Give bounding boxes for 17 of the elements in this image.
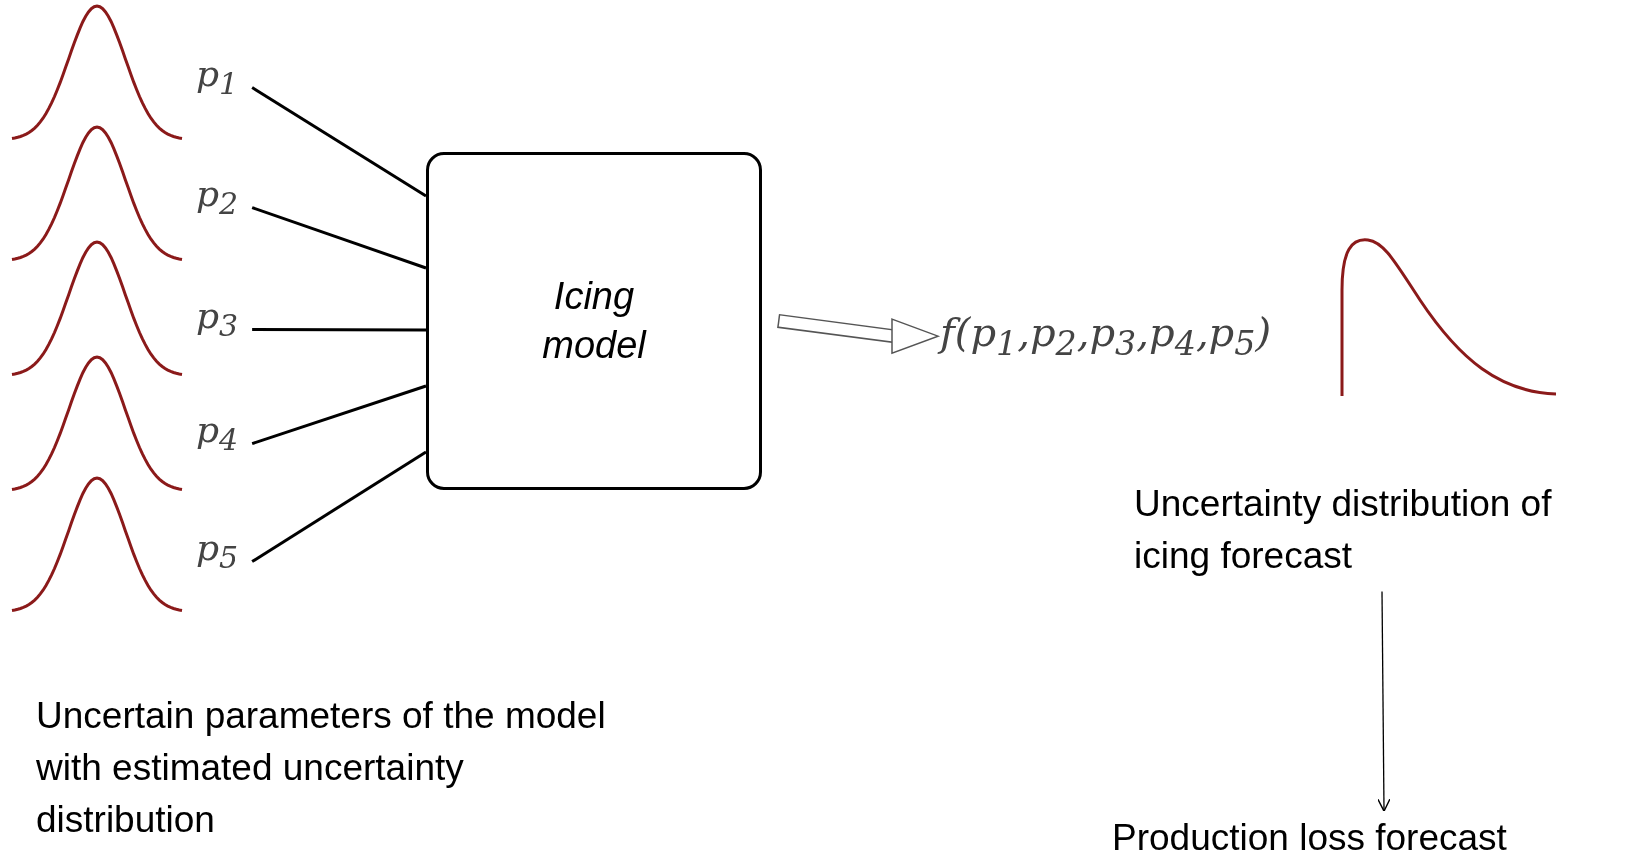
connector-line bbox=[252, 328, 426, 332]
text-label: Uncertainty distribution of icing forecast bbox=[1134, 478, 1634, 582]
caption-text: Uncertain parameters of the model with estimated uncertainty distribution bbox=[36, 694, 607, 842]
parameter-label: p$_{5}$ bbox=[196, 530, 239, 574]
block-arrow bbox=[777, 314, 941, 355]
parameter-label: p$_{3}$ bbox=[196, 298, 239, 342]
connector-line bbox=[251, 384, 427, 445]
parameter-label: p$_{2}$ bbox=[196, 176, 239, 220]
text-label: Production loss forecast bbox=[1112, 812, 1632, 864]
process-box bbox=[426, 152, 762, 490]
connector-line bbox=[251, 450, 427, 563]
parameter-label: p$_{4}$ bbox=[196, 412, 239, 456]
arrow bbox=[1377, 590, 1391, 812]
connector-line bbox=[251, 86, 427, 198]
box-label: Icing model bbox=[541, 273, 648, 368]
connector-line bbox=[251, 206, 427, 270]
parameter-label: p$_{1}$ bbox=[196, 56, 239, 100]
